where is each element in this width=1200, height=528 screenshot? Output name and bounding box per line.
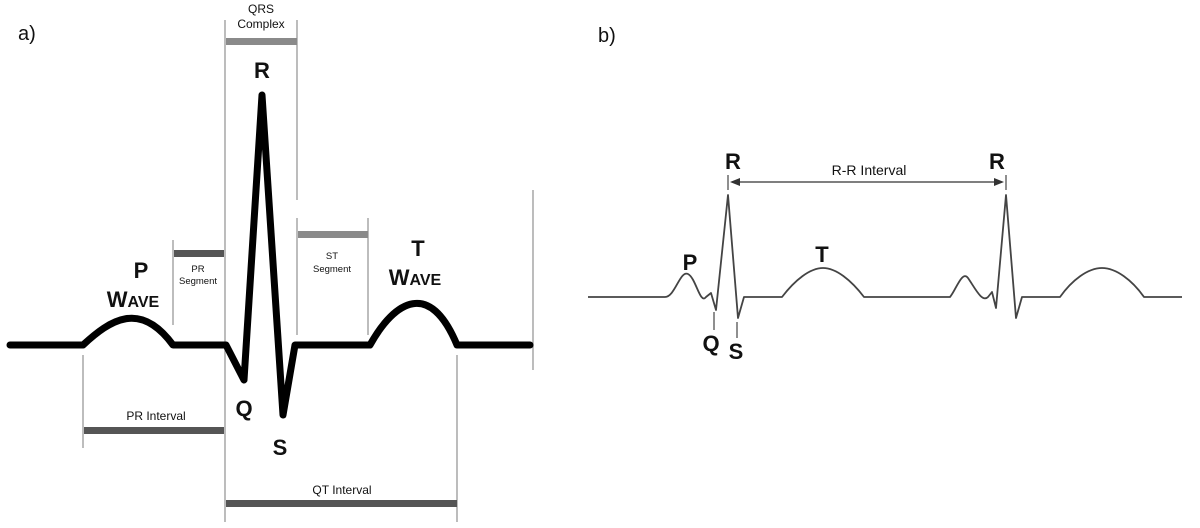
p-letter: P <box>134 258 149 283</box>
t-label-b: T <box>815 242 829 267</box>
pr-interval-bar <box>84 427 224 434</box>
panel-a: a) QRS Complex R Q S P WAVE T <box>6 2 534 522</box>
qt-interval-bar <box>226 500 457 507</box>
qrs-complex-bar <box>226 38 297 45</box>
pr-segment-bar <box>174 250 224 257</box>
pr-interval-label: PR Interval <box>126 409 185 423</box>
rr-interval-label: R-R Interval <box>832 162 907 178</box>
st-segment-label-line1: ST <box>326 251 338 262</box>
pr-segment-label-line2: Segment <box>179 276 217 287</box>
p-wave-label: WAVE <box>107 287 160 312</box>
panel-a-label: a) <box>18 23 36 45</box>
rr-interval-arrow <box>730 178 1004 186</box>
p-label-b: P <box>683 250 698 275</box>
p-wave-rest: AVE <box>128 294 160 311</box>
st-segment-label-line2: Segment <box>313 264 351 275</box>
s-label-b: S <box>729 339 744 364</box>
r-label-a: R <box>254 58 270 83</box>
r1-label: R <box>725 149 741 174</box>
guide-lines <box>82 20 534 522</box>
st-segment-bar <box>298 231 368 238</box>
qt-interval-label: QT Interval <box>312 483 371 497</box>
r2-label: R <box>989 149 1005 174</box>
s-label-a: S <box>273 435 288 460</box>
qrs-label-line2: Complex <box>237 17 284 31</box>
pr-segment-label-line1: PR <box>191 264 204 275</box>
ecg-trace-b <box>588 194 1182 319</box>
t-wave-cap: W <box>389 265 410 290</box>
t-letter: T <box>411 236 425 261</box>
q-label-b: Q <box>702 331 719 356</box>
t-wave-rest: AVE <box>410 272 442 289</box>
ecg-trace-a <box>6 91 534 419</box>
q-label-a: Q <box>235 396 252 421</box>
panel-b: b) R R R-R Interval P T Q S <box>588 25 1182 364</box>
panel-b-label: b) <box>598 25 616 47</box>
qrs-label-line1: QRS <box>248 2 274 16</box>
p-wave-cap: W <box>107 287 128 312</box>
t-wave-label: WAVE <box>389 265 442 290</box>
